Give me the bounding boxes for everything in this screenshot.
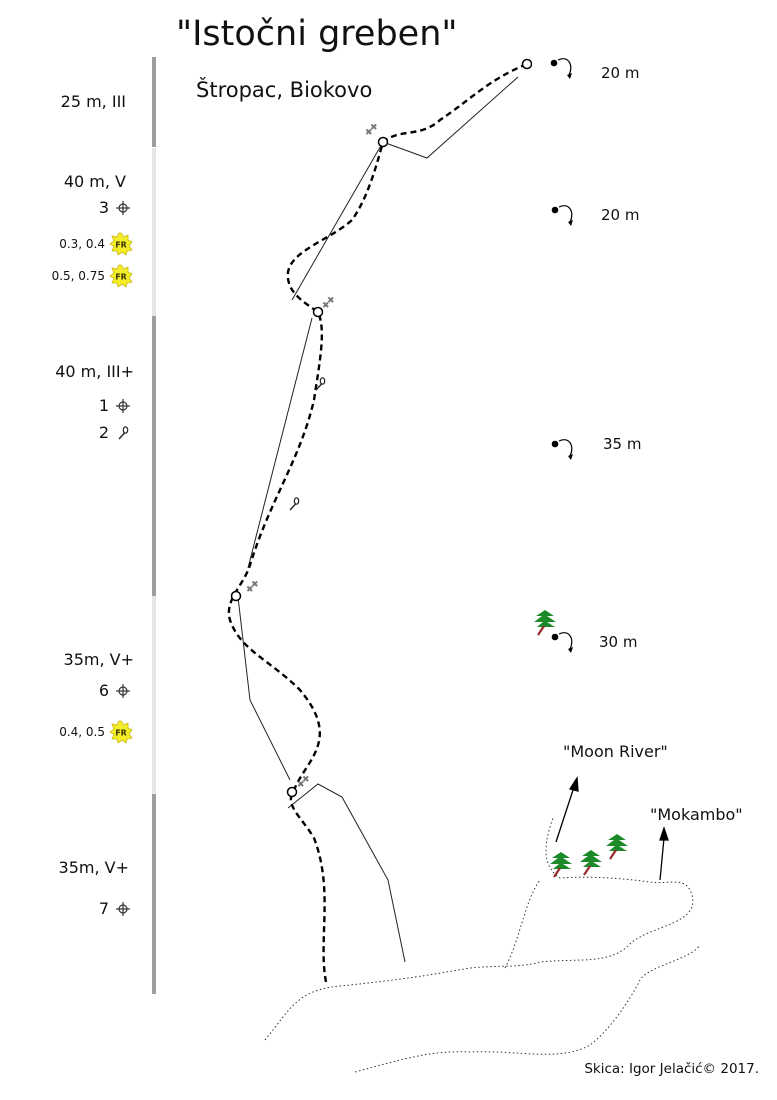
rappel-icon	[551, 205, 574, 227]
pitch-5-grade: 35m, V+	[58, 858, 129, 877]
rappel-length: 20 m	[601, 64, 640, 82]
rappel-length: 35 m	[603, 435, 642, 453]
pitch-bar-2	[152, 148, 156, 316]
friend-badge-icon	[109, 232, 133, 256]
bolt-icon	[115, 199, 131, 216]
crag-name: Štropac, Biokovo	[196, 78, 373, 102]
pitch-4-grade: 35m, V+	[63, 650, 134, 669]
rappel-icon	[551, 632, 574, 654]
neighbour-route-label: "Mokambo"	[650, 805, 743, 824]
neighbour-route-label: "Moon River"	[563, 742, 668, 761]
pitch-2-gear: 3	[99, 198, 131, 217]
tree-icon	[578, 848, 604, 877]
bolt-icon	[115, 397, 131, 414]
anchor-bolts-icon	[365, 123, 378, 138]
piton-count: 2	[98, 423, 109, 442]
climbing-route	[227, 62, 528, 983]
pitch-2-friends-1: 0.3, 0.4	[59, 232, 133, 256]
direction-arrows	[555, 776, 669, 881]
pitch-1-grade: 25 m, III	[60, 92, 126, 111]
pitch-2-friends-2: 0.5, 0.75	[52, 264, 133, 288]
anchor-bolts-icon	[246, 580, 259, 595]
bolt-icon	[115, 682, 131, 699]
pitch-bar-1	[152, 57, 156, 147]
bolt-icon	[115, 900, 131, 917]
anchor-bolts-icon	[297, 775, 310, 790]
credit-line: Skica: Igor Jelačić© 2017.	[584, 1061, 759, 1077]
rappel-length: 30 m	[599, 633, 638, 651]
pitch-3-bolts: 1	[99, 396, 131, 415]
rappel-length: 20 m	[601, 206, 640, 224]
tree-icon	[532, 608, 558, 637]
friend-badge-icon	[109, 264, 133, 288]
pitch-5-gear: 7	[99, 899, 131, 918]
pitch-4-friends: 0.4, 0.5	[59, 720, 133, 744]
piton-icon	[289, 497, 300, 511]
tree-icon	[548, 850, 574, 879]
pitch-3-pitons: 2	[99, 423, 131, 442]
piton-icon	[118, 425, 129, 440]
friend-sizes: 0.5, 0.75	[51, 269, 105, 283]
pitch-bar-5	[152, 794, 156, 994]
rappel-icon	[550, 58, 573, 80]
friend-sizes: 0.3, 0.4	[59, 237, 105, 251]
belay-anchors	[230, 58, 533, 798]
bolt-count: 6	[98, 681, 109, 700]
friend-badge-icon	[109, 720, 133, 744]
bolt-count: 1	[98, 396, 109, 415]
pitch-bar-4	[152, 596, 156, 794]
pitch-3-grade: 40 m, III+	[55, 362, 134, 381]
bolt-count: 7	[98, 899, 109, 918]
ridge-line	[237, 76, 519, 963]
approach-paths	[264, 817, 701, 1073]
pitch-4-gear: 6	[99, 681, 131, 700]
page-title: "Istočni greben"	[176, 14, 458, 54]
pitch-2-grade: 40 m, V	[63, 172, 126, 191]
bolt-count: 3	[98, 198, 109, 217]
anchor-bolts-icon	[322, 296, 335, 311]
friend-sizes: 0.4, 0.5	[59, 725, 105, 739]
tree-icon	[604, 832, 630, 861]
pitch-bar-3	[152, 316, 156, 596]
rappel-icon	[551, 439, 574, 461]
